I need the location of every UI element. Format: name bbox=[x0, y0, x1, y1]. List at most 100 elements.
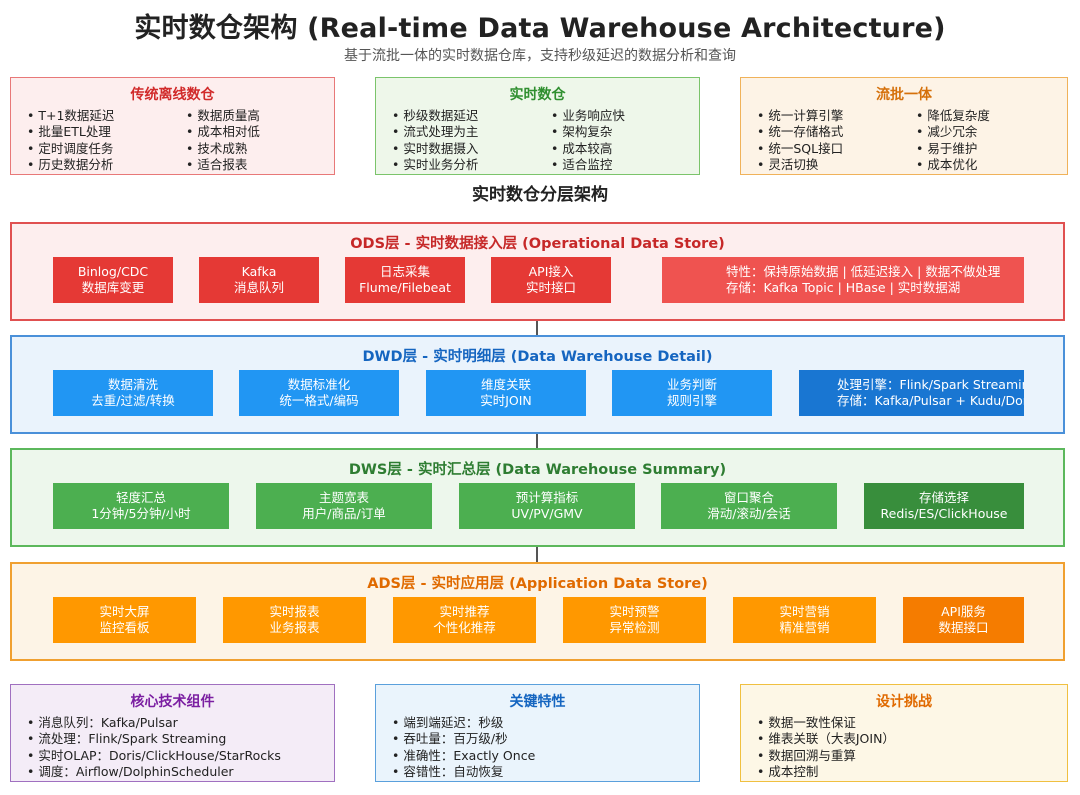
ods-info-box: 特性：保持原始数据 | 低延迟接入 | 数据不做处理 存储：Kafka Topi… bbox=[662, 257, 1024, 303]
connector-line bbox=[536, 321, 538, 335]
connector-line bbox=[536, 547, 538, 562]
ads-box-report: 实时报表 业务报表 bbox=[223, 597, 366, 643]
list-item: 架构复杂 bbox=[551, 124, 625, 140]
card-traditional-offline: 传统离线数仓 T+1数据延迟 批量ETL处理 定时调度任务 历史数据分析 数据质… bbox=[10, 77, 335, 175]
list-item: 实时OLAP：Doris/ClickHouse/StarRocks bbox=[27, 748, 281, 764]
dwd-box-dim-join: 维度关联 实时JOIN bbox=[426, 370, 586, 416]
list-item: 适合监控 bbox=[551, 157, 625, 173]
dwd-box-cleansing: 数据清洗 去重/过滤/转换 bbox=[53, 370, 213, 416]
card-core-tech: 核心技术组件 消息队列：Kafka/Pulsar 流处理：Flink/Spark… bbox=[10, 684, 335, 782]
box-label: 业务判断 bbox=[666, 377, 717, 392]
info-features: 特性：保持原始数据 | 低延迟接入 | 数据不做处理 bbox=[726, 264, 1001, 279]
list-item: 业务响应快 bbox=[551, 108, 625, 124]
card-list: 端到端延迟：秒级 吞吐量：百万级/秒 准确性：Exactly Once 容错性：… bbox=[392, 715, 535, 780]
box-label: 存储选择 bbox=[918, 490, 969, 505]
card-key-features: 关键特性 端到端延迟：秒级 吞吐量：百万级/秒 准确性：Exactly Once… bbox=[375, 684, 700, 782]
card-design-challenges: 设计挑战 数据一致性保证 维表关联（大表JOIN） 数据回溯与重算 成本控制 bbox=[740, 684, 1068, 782]
page-subtitle: 基于流批一体的实时数据仓库，支持秒级延迟的数据分析和查询 bbox=[344, 48, 736, 64]
box-sublabel: 数据库变更 bbox=[81, 280, 145, 295]
dwd-box-rules: 业务判断 规则引擎 bbox=[612, 370, 772, 416]
box-label: 数据清洗 bbox=[107, 377, 158, 392]
info-storage: 存储：Kafka/Pulsar + Kudu/Doris bbox=[837, 393, 1024, 408]
ads-box-recommend: 实时推荐 个性化推荐 bbox=[393, 597, 536, 643]
box-label: 实时报表 bbox=[269, 604, 320, 619]
layer-title: DWS层 - 实时汇总层 (Data Warehouse Summary) bbox=[348, 462, 727, 478]
layer-title: ODS层 - 实时数据接入层 (Operational Data Store) bbox=[350, 236, 725, 252]
card-title: 核心技术组件 bbox=[130, 694, 215, 710]
list-item: 批量ETL处理 bbox=[27, 124, 114, 140]
layer-dwd: DWD层 - 实时明细层 (Data Warehouse Detail) 数据清… bbox=[10, 335, 1065, 434]
list-item: 灵活切换 bbox=[757, 157, 843, 173]
box-sublabel: Flume/Filebeat bbox=[359, 280, 451, 295]
list-item: 消息队列：Kafka/Pulsar bbox=[27, 715, 281, 731]
box-sublabel: 统一格式/编码 bbox=[279, 393, 359, 408]
card-title: 流批一体 bbox=[876, 87, 932, 103]
box-sublabel: 滑动/滚动/会话 bbox=[707, 506, 791, 521]
box-sublabel: 监控看板 bbox=[99, 620, 150, 635]
card-list-right: 数据质量高 成本相对低 技术成熟 适合报表 bbox=[186, 108, 260, 173]
card-list-right: 降低复杂度 减少冗余 易于维护 成本优化 bbox=[916, 108, 990, 173]
list-item: 维表关联（大表JOIN） bbox=[757, 731, 895, 747]
list-item: 调度：Airflow/DolphinScheduler bbox=[27, 764, 281, 780]
list-item: 成本优化 bbox=[916, 157, 990, 173]
box-sublabel: 规则引擎 bbox=[666, 393, 717, 408]
card-title: 设计挑战 bbox=[876, 694, 932, 710]
info-engine: 处理引擎：Flink/Spark Streaming bbox=[837, 377, 1024, 392]
list-item: 实时业务分析 bbox=[392, 157, 478, 173]
list-item: 流处理：Flink/Spark Streaming bbox=[27, 731, 281, 747]
layer-dws: DWS层 - 实时汇总层 (Data Warehouse Summary) 轻度… bbox=[10, 448, 1065, 547]
layer-ads: ADS层 - 实时应用层 (Application Data Store) 实时… bbox=[10, 562, 1065, 661]
list-item: 实时数据摄入 bbox=[392, 141, 478, 157]
box-label: API接入 bbox=[528, 264, 574, 279]
card-list: 消息队列：Kafka/Pulsar 流处理：Flink/Spark Stream… bbox=[27, 715, 281, 780]
list-item: 成本控制 bbox=[757, 764, 895, 780]
info-storage: 存储：Kafka Topic | HBase | 实时数据湖 bbox=[726, 280, 961, 295]
list-item: 成本较高 bbox=[551, 141, 625, 157]
ods-box-api: API接入 实时接口 bbox=[491, 257, 611, 303]
layers-heading: 实时数仓分层架构 bbox=[472, 185, 608, 205]
list-item: 易于维护 bbox=[916, 141, 990, 157]
dws-box-precompute: 预计算指标 UV/PV/GMV bbox=[459, 483, 635, 529]
box-label: 轻度汇总 bbox=[115, 490, 166, 505]
list-item: 准确性：Exactly Once bbox=[392, 748, 535, 764]
card-title: 实时数仓 bbox=[509, 87, 566, 103]
box-label: 实时营销 bbox=[779, 604, 830, 619]
box-label: 数据标准化 bbox=[287, 377, 351, 392]
card-list-left: 统一计算引擎 统一存储格式 统一SQL接口 灵活切换 bbox=[757, 108, 843, 173]
list-item: 统一计算引擎 bbox=[757, 108, 843, 124]
ods-box-log-collect: 日志采集 Flume/Filebeat bbox=[345, 257, 465, 303]
dws-box-wide-table: 主题宽表 用户/商品/订单 bbox=[256, 483, 432, 529]
card-list-right: 业务响应快 架构复杂 成本较高 适合监控 bbox=[551, 108, 625, 173]
layer-title: DWD层 - 实时明细层 (Data Warehouse Detail) bbox=[362, 349, 713, 365]
box-sublabel: 数据接口 bbox=[938, 620, 989, 635]
page-title: 实时数仓架构 (Real-time Data Warehouse Archite… bbox=[134, 13, 946, 44]
box-label: API服务 bbox=[941, 604, 986, 619]
card-list-left: T+1数据延迟 批量ETL处理 定时调度任务 历史数据分析 bbox=[27, 108, 114, 173]
dws-box-window-agg: 窗口聚合 滑动/滚动/会话 bbox=[661, 483, 837, 529]
ods-box-binlog: Binlog/CDC 数据库变更 bbox=[53, 257, 173, 303]
box-label: Binlog/CDC bbox=[77, 264, 149, 279]
list-item: 成本相对低 bbox=[186, 124, 260, 140]
list-item: 流式处理为主 bbox=[392, 124, 478, 140]
dws-box-light-agg: 轻度汇总 1分钟/5分钟/小时 bbox=[53, 483, 229, 529]
list-item: 容错性：自动恢复 bbox=[392, 764, 535, 780]
box-sublabel: UV/PV/GMV bbox=[511, 506, 583, 521]
connector-line bbox=[536, 434, 538, 448]
box-sublabel: 消息队列 bbox=[233, 280, 284, 295]
box-sublabel: 用户/商品/订单 bbox=[302, 506, 386, 521]
list-item: 技术成熟 bbox=[186, 141, 260, 157]
list-item: 端到端延迟：秒级 bbox=[392, 715, 535, 731]
list-item: T+1数据延迟 bbox=[27, 108, 114, 124]
box-label: 实时预警 bbox=[609, 604, 660, 619]
ads-box-dashboard: 实时大屏 监控看板 bbox=[53, 597, 196, 643]
box-sublabel: 精准营销 bbox=[779, 620, 830, 635]
list-item: 减少冗余 bbox=[916, 124, 990, 140]
list-item: 数据一致性保证 bbox=[757, 715, 895, 731]
box-sublabel: 实时接口 bbox=[525, 280, 576, 295]
card-list: 数据一致性保证 维表关联（大表JOIN） 数据回溯与重算 成本控制 bbox=[757, 715, 895, 780]
box-label: Kafka bbox=[241, 264, 277, 279]
box-label: 实时大屏 bbox=[99, 604, 150, 619]
list-item: 适合报表 bbox=[186, 157, 260, 173]
layer-ods: ODS层 - 实时数据接入层 (Operational Data Store) … bbox=[10, 222, 1065, 321]
box-sublabel: 1分钟/5分钟/小时 bbox=[91, 506, 191, 521]
